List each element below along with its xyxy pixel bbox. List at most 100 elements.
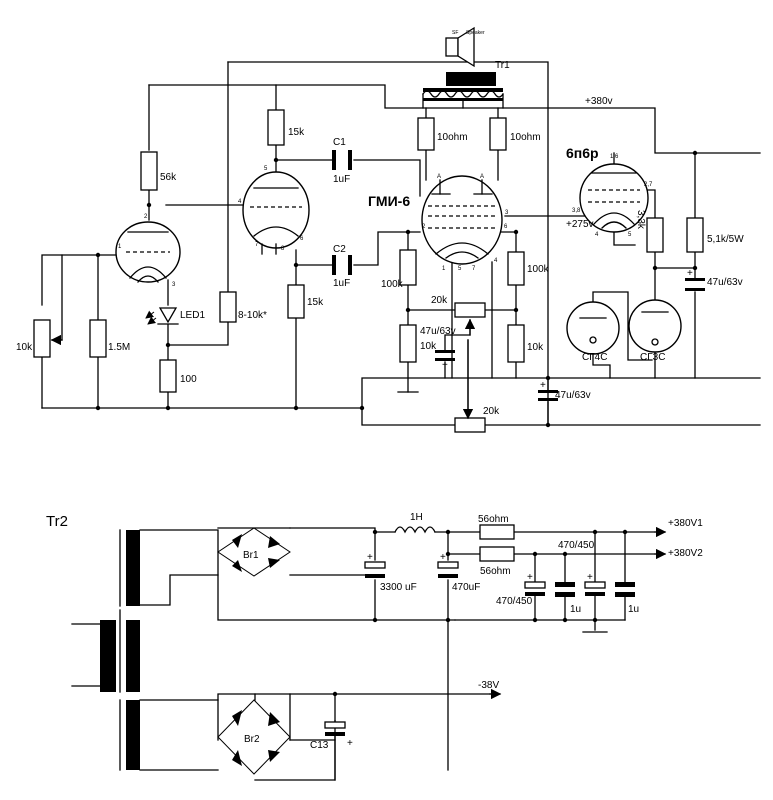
svg-text:1u: 1u xyxy=(570,604,581,615)
resistor-56ohm-a xyxy=(479,524,515,540)
svg-text:5: 5 xyxy=(628,232,632,238)
svg-text:1u: 1u xyxy=(628,604,639,615)
svg-text:2: 2 xyxy=(422,224,426,230)
svg-text:3: 3 xyxy=(172,282,176,288)
svg-text:20k: 20k xyxy=(431,295,448,306)
svg-text:4: 4 xyxy=(238,199,242,205)
svg-text:4: 4 xyxy=(595,232,599,238)
label-sf: SF xyxy=(452,30,458,36)
svg-text:15k: 15k xyxy=(307,297,324,308)
resistor-10ohm-a xyxy=(417,117,435,151)
label-tr1: Tr1 xyxy=(495,60,510,71)
svg-text:+: + xyxy=(687,268,693,279)
svg-text:СГ3С: СГ3С xyxy=(640,352,665,363)
svg-text:100: 100 xyxy=(180,374,197,385)
svg-text:5,1k/5W: 5,1k/5W xyxy=(707,234,744,245)
label-tr2: Tr2 xyxy=(46,513,68,530)
svg-text:20k: 20k xyxy=(483,406,500,417)
svg-text:LED1: LED1 xyxy=(180,310,205,321)
resistors xyxy=(33,109,704,433)
label-6n6p: 6п6р xyxy=(566,145,599,161)
svg-text:56ohm: 56ohm xyxy=(478,514,509,525)
svg-text:A: A xyxy=(437,174,441,180)
svg-text:3300 uF: 3300 uF xyxy=(380,582,417,593)
choke-1h: 1H xyxy=(394,512,436,534)
svg-text:A: A xyxy=(480,174,484,180)
resistor-15k-top xyxy=(267,109,285,146)
svg-text:СГ4С: СГ4С xyxy=(582,352,607,363)
speaker-icon: SF Speaker xyxy=(445,26,485,68)
svg-text:47u/63v: 47u/63v xyxy=(420,326,456,337)
pot-20k-mid xyxy=(454,302,486,318)
svg-text:2: 2 xyxy=(144,214,148,220)
resistor-100k-right xyxy=(507,251,525,286)
svg-text:1.5M: 1.5M xyxy=(108,342,130,353)
junction-dots xyxy=(95,150,698,697)
svg-text:+: + xyxy=(527,572,533,583)
svg-text:C13: C13 xyxy=(310,740,329,751)
stabilizer-sg4s xyxy=(566,301,620,355)
resistor-56ohm-b xyxy=(479,546,515,562)
svg-text:6: 6 xyxy=(300,236,304,242)
resistor-1-5m xyxy=(89,319,107,358)
svg-text:10k: 10k xyxy=(16,342,33,353)
resistor-8-10k xyxy=(219,291,237,323)
svg-text:4: 4 xyxy=(494,258,498,264)
resistor-10k-mid xyxy=(399,324,417,363)
resistor-100k-left xyxy=(399,249,417,286)
svg-text:470/450: 470/450 xyxy=(496,596,533,607)
tube-driver: 5 4 7 8 6 xyxy=(238,166,310,255)
svg-text:470/450: 470/450 xyxy=(558,540,595,551)
svg-text:+: + xyxy=(442,360,448,371)
led-icon xyxy=(145,307,179,325)
resistor-10ohm-b xyxy=(489,117,507,151)
svg-text:56ohm: 56ohm xyxy=(480,566,511,577)
capacitors xyxy=(332,150,705,401)
label-gmi6: ГМИ-6 xyxy=(368,193,410,209)
svg-text:7: 7 xyxy=(472,266,476,272)
label-380v: +380v xyxy=(585,96,613,107)
resistor-3-3k xyxy=(646,217,664,253)
svg-text:470uF: 470uF xyxy=(452,582,480,593)
svg-text:8: 8 xyxy=(281,246,285,252)
svg-text:15k: 15k xyxy=(288,127,305,138)
svg-text:Br2: Br2 xyxy=(244,734,260,745)
svg-text:100k: 100k xyxy=(381,279,404,290)
svg-text:2,7: 2,7 xyxy=(644,182,653,188)
svg-text:+380V1: +380V1 xyxy=(668,518,703,529)
transformer-tr1: Tr1 xyxy=(422,60,510,109)
psu-wiring xyxy=(139,527,656,781)
resistor-56k xyxy=(140,151,158,191)
resistor-5-1k xyxy=(686,217,704,253)
tube-input: 1 2 3 xyxy=(115,214,181,288)
svg-text:-38V: -38V xyxy=(478,680,499,691)
svg-text:47u/63v: 47u/63v xyxy=(707,277,743,288)
svg-text:1H: 1H xyxy=(410,512,423,523)
tube-6n6p: 1,6 2,7 3,8 4 5 xyxy=(572,154,653,238)
svg-text:10ohm: 10ohm xyxy=(437,132,468,143)
stabilizer-sg3s xyxy=(628,299,682,353)
svg-text:+: + xyxy=(440,552,446,563)
svg-text:6: 6 xyxy=(504,224,508,230)
svg-text:1: 1 xyxy=(118,244,122,250)
svg-text:+: + xyxy=(540,380,546,391)
svg-text:10k: 10k xyxy=(420,341,437,352)
tube-gmi6: A A 2 3 6 1 5 7 4 xyxy=(421,174,509,272)
svg-text:1uF: 1uF xyxy=(333,278,350,289)
psu-capacitors xyxy=(324,561,635,736)
svg-text:+: + xyxy=(367,552,373,563)
pot-10k xyxy=(33,319,51,358)
svg-text:+: + xyxy=(347,738,353,749)
svg-text:+380V2: +380V2 xyxy=(668,548,703,559)
transformer-tr2 xyxy=(71,529,140,771)
svg-text:3,8: 3,8 xyxy=(572,208,581,214)
svg-text:+275v: +275v xyxy=(566,219,594,230)
svg-text:100k: 100k xyxy=(527,264,550,275)
svg-text:+: + xyxy=(587,572,593,583)
bridge-br2: Br2 xyxy=(217,699,291,775)
svg-text:10ohm: 10ohm xyxy=(510,132,541,143)
pot-20k-bottom xyxy=(454,417,486,433)
svg-text:1,6: 1,6 xyxy=(610,154,619,160)
svg-text:Br1: Br1 xyxy=(243,550,259,561)
